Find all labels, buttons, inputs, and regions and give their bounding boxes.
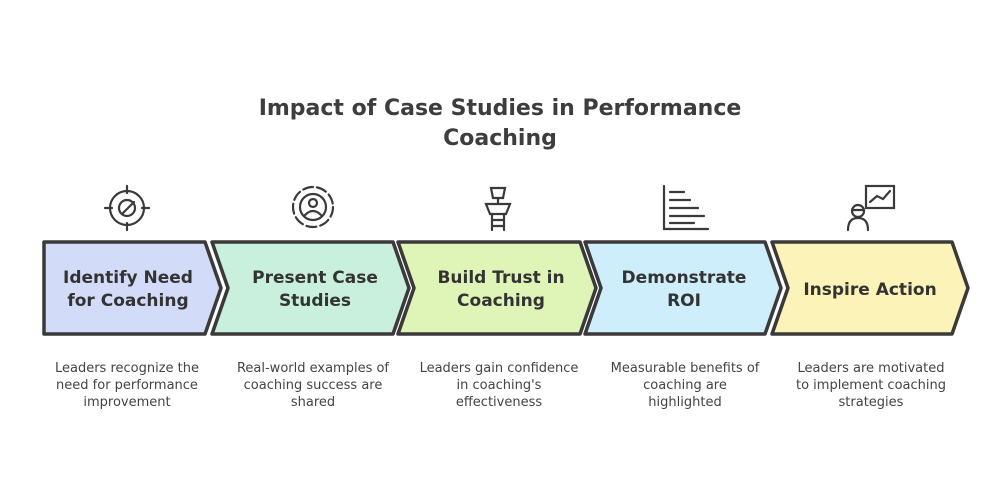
diagram-title: Impact of Case Studies in Performance Co… bbox=[0, 94, 1000, 154]
step-label-5: Inspire Action bbox=[800, 252, 940, 328]
title-line-1: Impact of Case Studies in Performance bbox=[258, 96, 742, 121]
chevron-step-5 bbox=[770, 240, 970, 336]
step-label-3-text: Build Trust in Coaching bbox=[437, 268, 565, 311]
step-label-2: Present Case Studies bbox=[240, 252, 390, 328]
step-description-3: Leaders gain confidence in coaching's ef… bbox=[419, 361, 579, 410]
step-description-4: Measurable benefits of coaching are high… bbox=[610, 361, 760, 410]
chevron-step-4 bbox=[583, 240, 783, 336]
bar-chart-icon bbox=[662, 184, 710, 231]
step-label-4: Demonstrate ROI bbox=[614, 252, 754, 328]
presenter-icon bbox=[846, 184, 896, 232]
step-label-1: Identify Need for Coaching bbox=[58, 252, 198, 328]
step-description-1: Leaders recognize the need for performan… bbox=[54, 361, 200, 410]
step-description-2: Real-world examples of coaching success … bbox=[236, 361, 390, 410]
chevron-step-3 bbox=[396, 240, 598, 336]
chevron-step-1 bbox=[42, 240, 223, 336]
user-circle-icon bbox=[291, 185, 335, 229]
target-icon bbox=[103, 184, 151, 232]
step-label-5-text: Inspire Action bbox=[803, 279, 937, 300]
step-description-5: Leaders are motivated to implement coach… bbox=[795, 361, 946, 410]
chevron-step-2 bbox=[210, 240, 411, 336]
step-label-4-text: Demonstrate ROI bbox=[621, 268, 747, 311]
step-label-1-text: Identify Need for Coaching bbox=[63, 268, 193, 311]
chevron-row bbox=[42, 240, 970, 336]
trophy-ladder-icon bbox=[484, 186, 512, 232]
step-label-3: Build Trust in Coaching bbox=[426, 252, 576, 328]
title-line-2: Coaching bbox=[443, 126, 557, 151]
step-label-2-text: Present Case Studies bbox=[252, 268, 378, 311]
